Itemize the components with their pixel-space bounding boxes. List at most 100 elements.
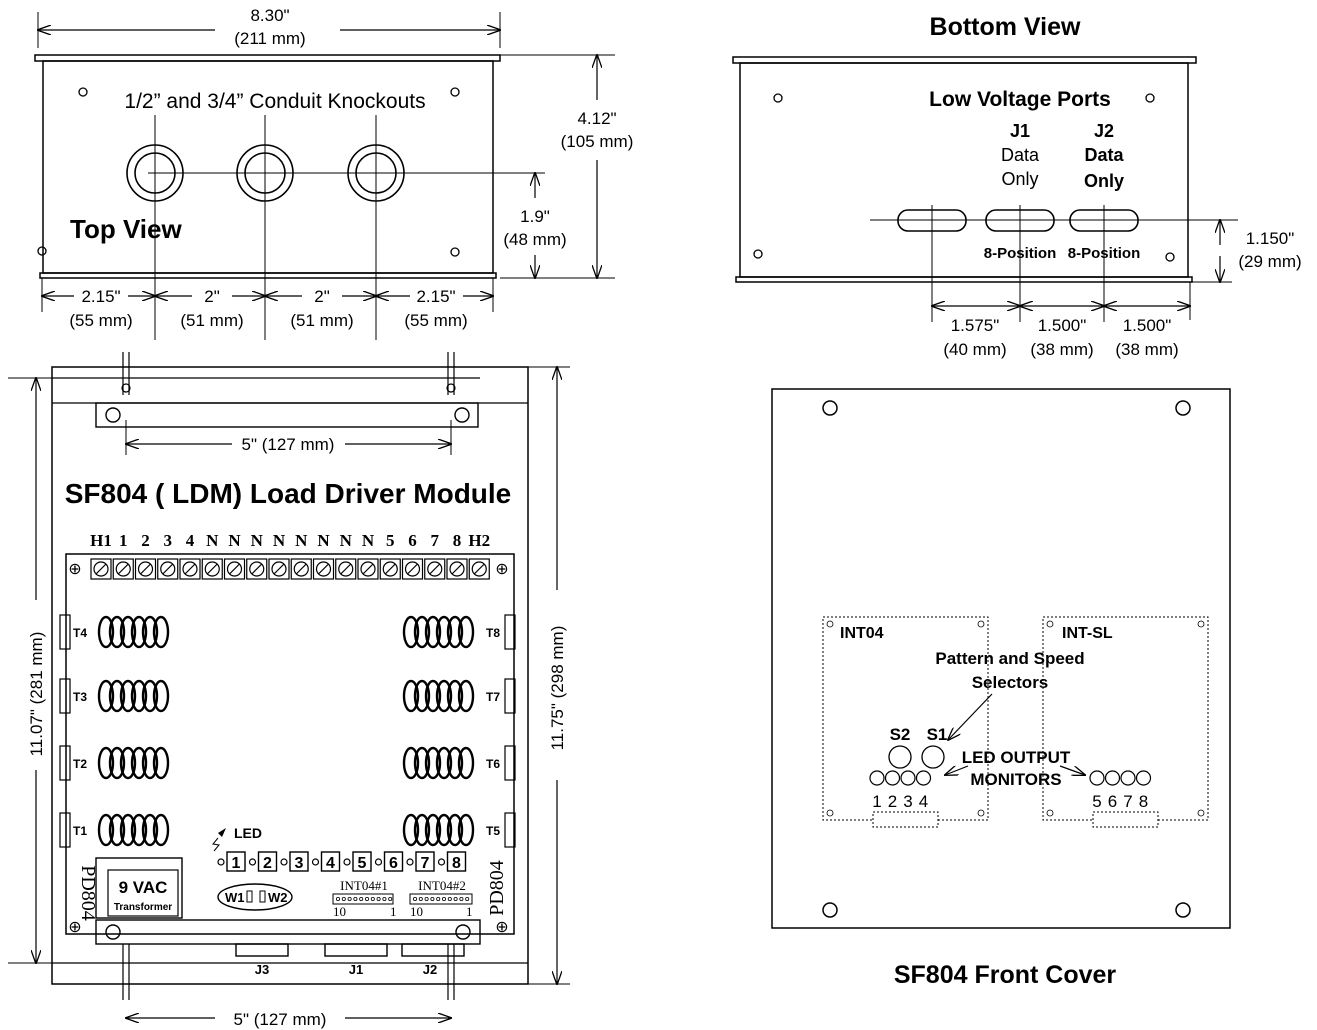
terminal-label: N [206,531,219,550]
terminal-label: H2 [468,531,490,550]
screw-hole-icon [822,400,838,416]
connector-label: J2 [423,962,437,977]
screw-slot [95,563,107,575]
screw-hole-icon [450,87,460,97]
top-width-in: 8.30" [250,6,289,25]
bottom-5in-dim: 5" (127 mm) [234,1010,327,1029]
monitor-led-icon [884,770,901,786]
triac-tab [504,614,516,650]
screw-slot [295,563,307,575]
bottom-view-title: Bottom View [930,13,1081,41]
int04-1-header [332,893,394,905]
led-box [289,851,309,872]
j1-name: J1 [1010,121,1030,141]
screw-icon [404,561,421,577]
led-box [415,851,435,872]
connector-label: J3 [255,962,269,977]
screw-slot [117,563,129,575]
screw-icon [137,561,154,577]
spacing-mm: (51 mm) [290,311,353,330]
pin-dots [335,897,470,902]
s2-label: S2 [890,725,911,744]
terminal-label: 5 [386,531,395,550]
led-number: 7 [421,855,430,872]
led-arrow-icon [218,828,226,837]
screw-hole-icon [1175,902,1191,918]
pin-dot [453,897,458,902]
screw-icon [293,561,309,577]
connector-j1 [324,943,388,957]
mount-hole-icon [454,407,470,423]
j1-line2: Only [1001,169,1038,189]
position-label: 8-Position [984,245,1057,262]
position-label: 8-Position [1068,245,1141,262]
w2-label: W2 [268,890,288,905]
terminal-label: N [317,531,330,550]
screw-hole-icon [450,247,460,257]
monitor-led-number: 8 [1139,792,1148,811]
pin-10: 10 [333,904,346,919]
triac-tab [504,745,516,781]
terminal-label: N [228,531,241,550]
bottom-spacing-mm: (38 mm) [1030,340,1093,359]
knockouts-label: 1/2” and 3/4” Conduit Knockouts [124,90,425,113]
screw-slot [451,563,463,575]
monitor-led-number: 6 [1108,792,1117,811]
monitor-led-number: 1 [872,792,881,811]
spacing-in: 2.15" [416,287,455,306]
top-rail [95,402,479,428]
transformer [107,869,179,917]
pcb-board [65,553,515,935]
terminal-label: 7 [431,531,440,550]
side-label-right: PD804 [486,860,508,916]
bottom-rail [95,919,481,945]
int04-board [822,616,989,821]
cover-plate [771,388,1231,929]
screw-slot [429,563,441,575]
screw-slot [162,563,174,575]
top-height-in: 4.12" [577,109,616,128]
screw-icon [271,561,287,577]
screw-hole-icon [822,902,838,918]
led-icon [311,858,320,866]
screw-slot [251,563,263,575]
terminal-screw [446,558,468,580]
connector-j3 [235,943,289,957]
led-icon [280,858,288,866]
terminal-screw [335,558,357,580]
screw-hole-icon [773,93,783,103]
height-left-dim: 11.07" (281 mm) [27,632,46,757]
spacing-in: 2" [314,287,330,306]
screw-icon [449,561,465,577]
screw-slot [273,563,285,575]
terminal-label: 4 [186,531,195,550]
spacing-in: 2.15" [81,287,120,306]
led-box [352,851,372,872]
connector-j2 [401,943,465,957]
terminal-screw [357,558,379,580]
monitor-led-number: 2 [888,792,897,811]
front-cover: INT04 INT-SL Pattern and Speed Selectors… [771,388,1231,989]
monitor-led-icon [1120,770,1136,786]
pin-1: 1 [466,904,473,919]
pin-dot [418,897,423,902]
triac-tab [504,678,516,714]
module-enclosure [51,366,529,985]
pin-dot [441,897,446,902]
pin-dot [370,897,375,902]
monitor-led-icon [1104,770,1121,786]
triac-tab [59,745,71,781]
mount-hole-icon: ⊕ [68,561,81,578]
monitors-line1: LED OUTPUT [962,748,1071,767]
screw-slot [229,563,240,575]
coil-icon [402,813,475,847]
led-box [226,851,246,872]
coil-icon [402,679,475,713]
led-number: 4 [326,855,335,872]
led-icon [248,858,257,866]
bottom-spacing-in: 1.575" [951,316,1000,335]
pin-dot [447,897,452,902]
